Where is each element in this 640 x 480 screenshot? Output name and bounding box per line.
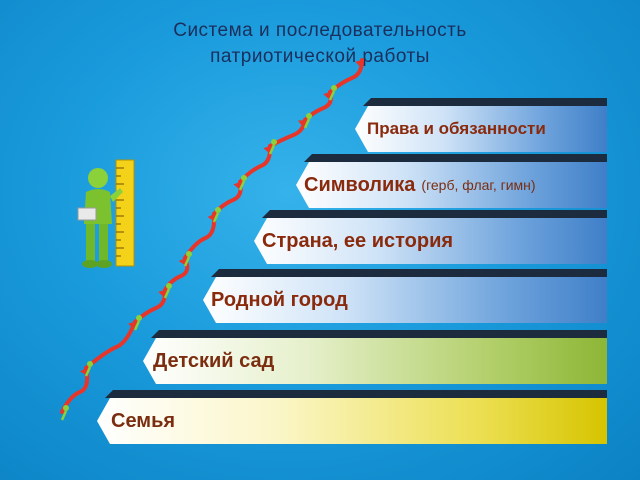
arrow-head [79, 368, 87, 375]
arrow-head [207, 214, 214, 221]
small-figure-icon [303, 113, 312, 129]
arrow-segment [328, 58, 364, 94]
small-figure-icon [60, 405, 69, 421]
step-rights: Права и обязанности [355, 98, 607, 152]
arrow-head [128, 322, 135, 329]
step-symbols-label: Символика [304, 173, 416, 196]
step-family-label: Семья [111, 409, 176, 432]
step-rights-label: Права и обязанности [367, 119, 546, 138]
step-kindergarten: Детский сад [143, 330, 607, 384]
small-figure-icon [328, 85, 337, 101]
step-kindergarten-label: Детский сад [153, 349, 275, 372]
small-figure-icon [183, 251, 192, 267]
arrow-segment [60, 366, 90, 414]
small-figure-icon [268, 139, 277, 155]
arrow-head [178, 258, 185, 265]
arrow-segment [183, 212, 217, 260]
step-symbols: Символика (герб, флаг, гимн) [296, 154, 607, 208]
step-city: Родной город [203, 269, 607, 323]
step-family: Семья [97, 390, 607, 444]
arrow-head [233, 182, 240, 189]
small-figure-icon [133, 315, 142, 331]
green-figure-with-ruler-icon [77, 159, 135, 268]
arrow-head [323, 92, 330, 99]
arrow-segment [238, 144, 273, 184]
step-city-label: Родной город [211, 288, 348, 311]
small-figure-icon [84, 361, 93, 377]
small-figure-icon [163, 283, 172, 299]
slide-title: Система и последовательность патриотичес… [0, 18, 640, 70]
title-line-1: Система и последовательность [173, 20, 467, 41]
small-figure-icon [238, 175, 247, 191]
arrow-head [298, 120, 305, 127]
arrow-head [263, 146, 270, 153]
small-figure-icon [212, 207, 221, 223]
step-symbols-sub: (герб, флаг, гимн) [421, 177, 536, 193]
arrow-segment [268, 118, 307, 148]
arrow-segment [84, 320, 137, 370]
title-line-2: патриотической работы [210, 46, 430, 67]
arrow-head [355, 60, 362, 67]
step-country-label: Страна, ее история [262, 229, 454, 252]
red-arrow-stair-icon [60, 58, 364, 421]
arrow-head [158, 290, 165, 297]
step-country: Страна, ее история [254, 210, 607, 264]
